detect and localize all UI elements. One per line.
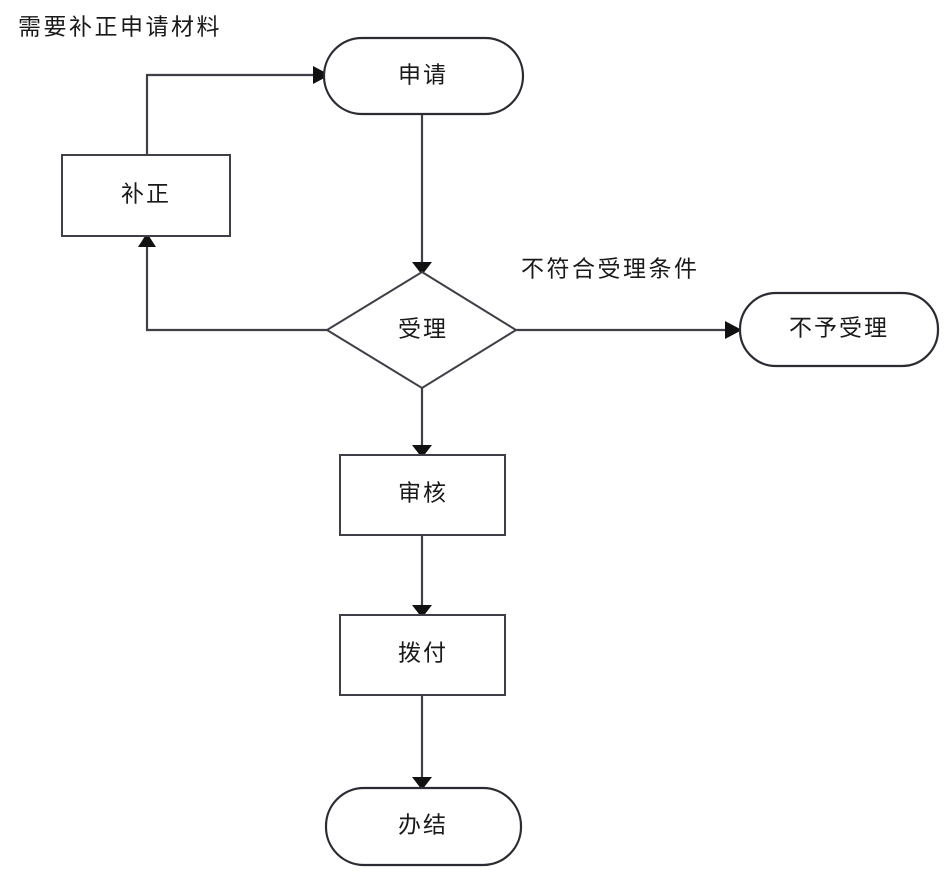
node-accept-shape[interactable] <box>325 270 518 390</box>
arrowhead-into-disburse <box>412 605 432 618</box>
arrowhead-into-reject <box>725 321 742 339</box>
node-reject-shape[interactable] <box>738 291 940 368</box>
annotation-need-supplement: 需要补正申请材料 <box>18 14 222 39</box>
edge-review-to-disburse <box>412 535 432 618</box>
node-review-shape[interactable] <box>339 454 506 536</box>
node-disburse-label: 拨付 <box>398 640 448 665</box>
edge-apply-to-accept <box>412 114 432 275</box>
node-disburse[interactable]: 拨付 <box>339 614 506 696</box>
edge-accept-to-supplement <box>138 233 327 332</box>
node-apply-label: 申请 <box>398 62 448 87</box>
node-review[interactable]: 审核 <box>339 454 506 536</box>
node-reject-label: 不予受理 <box>789 315 889 340</box>
edge-accept-to-reject <box>516 321 742 339</box>
node-review-label: 审核 <box>398 480 448 505</box>
node-complete[interactable]: 办结 <box>324 786 523 867</box>
node-reject[interactable]: 不予受理 <box>738 291 940 368</box>
edge-disburse-to-complete <box>412 695 432 790</box>
node-apply[interactable]: 申请 <box>322 36 525 116</box>
node-complete-label: 办结 <box>398 812 448 837</box>
node-supplement-shape[interactable] <box>61 154 231 237</box>
node-disburse-shape[interactable] <box>339 614 506 696</box>
node-apply-shape[interactable] <box>322 36 525 116</box>
arrowhead-into-complete <box>412 777 432 790</box>
node-accept[interactable]: 受理 <box>325 270 518 390</box>
edge-label-not-meet-condition: 不符合受理条件 <box>521 256 700 281</box>
arrowhead-into-supplement <box>138 233 156 247</box>
node-complete-shape[interactable] <box>324 786 523 867</box>
edge-supplement-to-apply <box>145 66 330 155</box>
arrowhead-into-accept <box>412 262 432 275</box>
arrowhead-into-review <box>412 445 432 458</box>
arrowhead-into-apply <box>313 66 330 84</box>
edge-accept-to-review <box>412 388 432 458</box>
node-supplement[interactable]: 补正 <box>61 154 231 237</box>
node-supplement-label: 补正 <box>121 181 171 206</box>
edge-accept-to-supplement-line <box>145 247 327 332</box>
edge-supplement-to-apply-line <box>145 73 313 155</box>
node-accept-label: 受理 <box>398 316 448 341</box>
